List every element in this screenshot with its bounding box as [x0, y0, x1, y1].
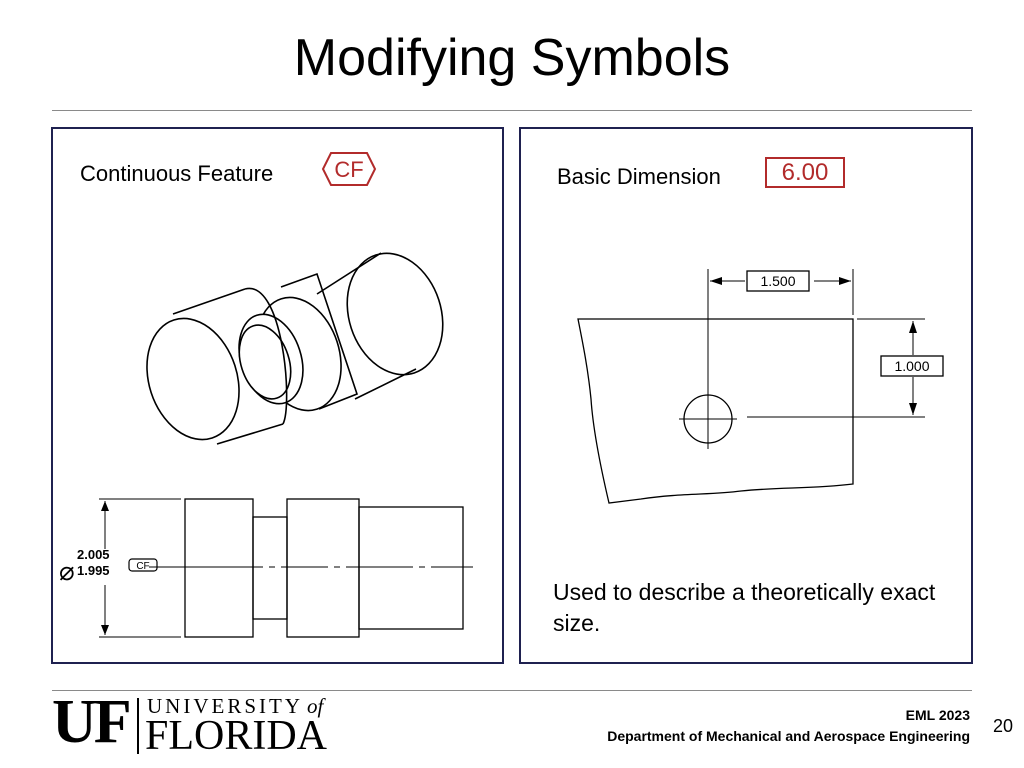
slide-title: Modifying Symbols	[293, 29, 731, 87]
uf-logo-of: of	[307, 694, 324, 718]
footer-divider	[52, 690, 972, 691]
basic-dimension-label: Basic Dimension	[557, 164, 721, 189]
basic-dimension-description: Used to describe a theoretically exact s…	[553, 579, 936, 636]
uf-logo-university-word: UNIVERSITY	[147, 694, 303, 718]
basic-dimension-box: 6.00	[765, 157, 845, 188]
continuous-feature-label: Continuous Feature	[80, 161, 274, 186]
diameter-symbol: ⌀	[59, 556, 75, 586]
vertical-dimension-value: 1.000	[894, 358, 929, 374]
cf-symbol-text: CF	[334, 157, 363, 182]
basic-dimension-panel: Basic Dimension 6.00 1.500 1.000	[519, 127, 973, 664]
horizontal-dimension-value: 1.500	[760, 273, 795, 289]
department-name: Department of Mechanical and Aerospace E…	[607, 728, 970, 744]
title-divider	[52, 110, 972, 111]
cf-modifier: CF	[136, 561, 149, 572]
basic-dimension-drawing: 1.500 1.000	[577, 269, 944, 504]
cf-symbol: CF	[321, 152, 377, 186]
upper-limit: 2.005	[77, 547, 110, 562]
course-code: EML 2023	[905, 707, 970, 723]
lower-limit: 1.995	[77, 563, 110, 578]
uf-logo-letters: UF	[52, 688, 132, 756]
continuous-feature-panel: Continuous Feature CF	[51, 127, 504, 664]
page-number: 20	[993, 716, 1014, 736]
orthographic-part-drawing: ⌀ 2.005 1.995 CF	[59, 498, 473, 638]
uf-logo-bar	[137, 698, 139, 754]
uf-logo-florida: FLORIDA	[145, 713, 328, 759]
isometric-part-drawing	[146, 252, 444, 445]
